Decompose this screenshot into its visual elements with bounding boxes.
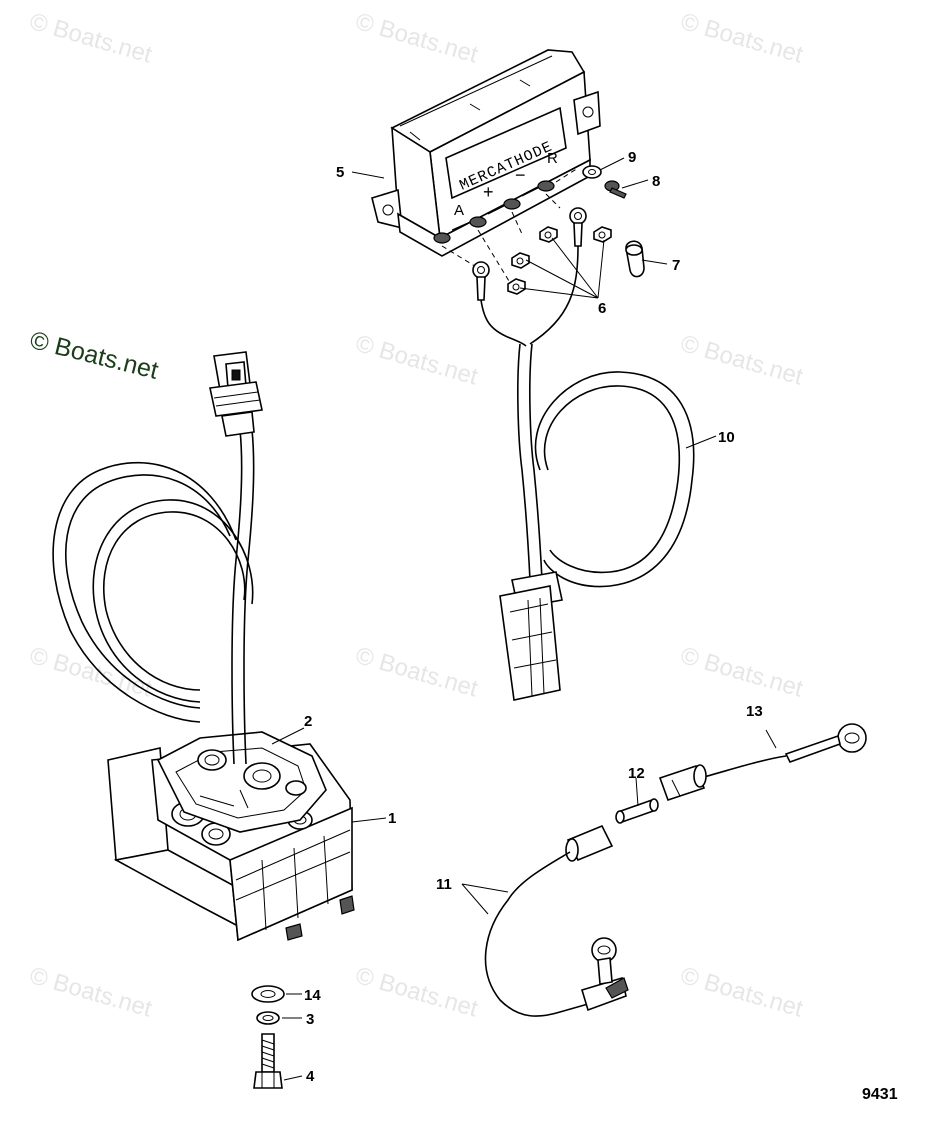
figure-number: 9431: [862, 1086, 898, 1103]
fuse-12[interactable]: [615, 798, 659, 824]
lock-washer-3[interactable]: [256, 1011, 280, 1025]
bolt-4[interactable]: [253, 1033, 283, 1089]
terminal-label-minus: −: [515, 165, 526, 185]
callout-13: 13: [746, 703, 763, 720]
callout-9: 9: [628, 149, 636, 166]
nuts-6[interactable]: [507, 226, 612, 295]
callout-11: 11: [436, 876, 452, 893]
washer-14[interactable]: [251, 985, 285, 1003]
callout-3: 3: [306, 1011, 314, 1028]
callout-2: 2: [304, 713, 312, 730]
terminal-label-plus: +: [483, 182, 494, 202]
callout-4: 4: [306, 1068, 315, 1085]
terminal-label-r: R: [547, 150, 558, 167]
terminal-screws: [433, 180, 555, 244]
callout-12: 12: [628, 765, 645, 782]
terminal-label-a: A: [454, 202, 464, 219]
terminal-boot-7[interactable]: [625, 240, 645, 278]
lead-11[interactable]: [484, 824, 629, 1017]
callout-6: 6: [598, 300, 606, 317]
lead-13[interactable]: [679, 723, 867, 783]
callout-1: 1: [388, 810, 396, 827]
mercathode-module[interactable]: [371, 49, 601, 257]
electrode-cable: [52, 351, 263, 765]
callout-5: 5: [336, 164, 344, 181]
screw-8[interactable]: [604, 180, 627, 199]
callout-8: 8: [652, 173, 660, 190]
callout-14: 14: [304, 987, 321, 1004]
callout-7: 7: [672, 257, 680, 274]
fuse-holder[interactable]: [658, 764, 707, 802]
washer-9[interactable]: [582, 165, 602, 179]
alignment-lines: [441, 167, 579, 287]
harness-10[interactable]: [472, 207, 695, 701]
electrode-2[interactable]: [156, 731, 327, 833]
callout-10: 10: [718, 429, 735, 446]
leader-lines: [271, 157, 777, 1081]
